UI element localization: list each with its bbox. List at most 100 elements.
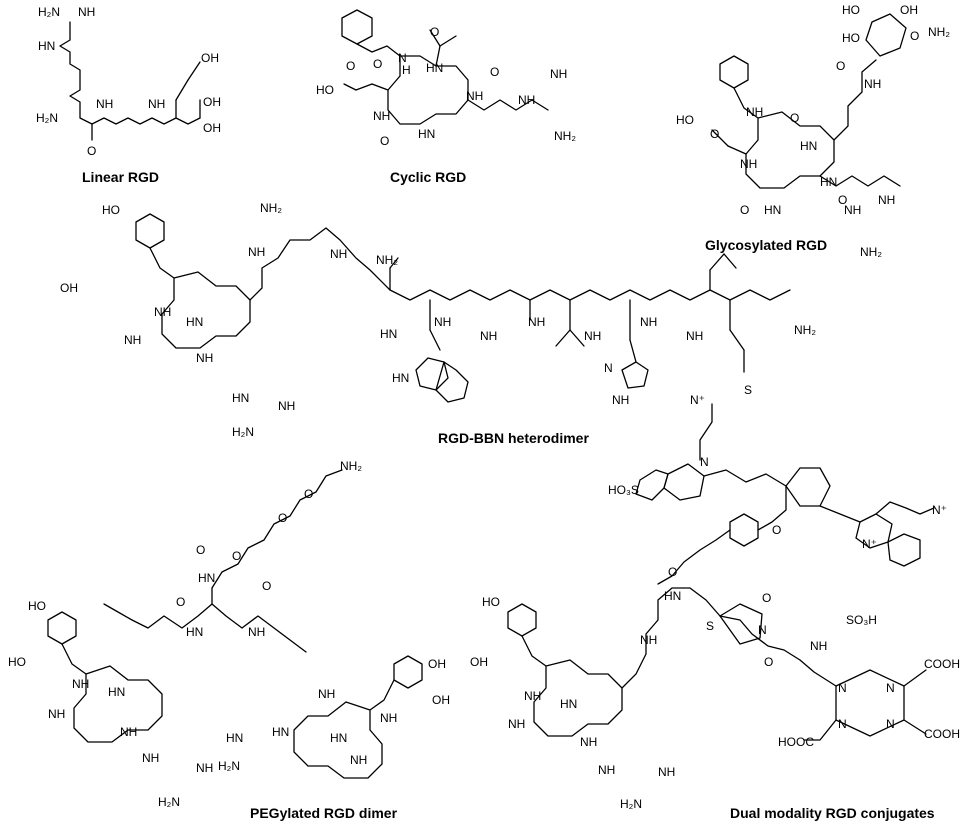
- guanidine-nh2-label: H₂N: [158, 795, 180, 809]
- sugar-o-label: O: [910, 29, 919, 43]
- amide-nh-label: NH: [124, 333, 141, 347]
- amide-nh-label: NH: [373, 109, 390, 123]
- hn-label: HN: [38, 39, 55, 53]
- thioether-s-label: S: [744, 383, 752, 397]
- caption-rgd-bbn-heterodimer: RGD-BBN heterodimer: [438, 430, 589, 446]
- amine-nh2-label: NH₂: [260, 201, 282, 215]
- amide-nh-label: NH: [380, 711, 397, 725]
- macrocycle-n-label: N: [886, 681, 895, 695]
- caption-pegylated-rgd-dimer: PEGylated RGD dimer: [250, 805, 398, 821]
- sulfonate-label: SO₃H: [846, 613, 877, 627]
- acid-ho-label: HO: [676, 113, 694, 127]
- amide-nh-label: NH: [480, 329, 497, 343]
- amide-nh-label: NH: [148, 97, 165, 111]
- amide-nh-label: NH: [740, 157, 757, 171]
- caption-dual-modality-rgd-conjugates: Dual modality RGD conjugates: [730, 805, 935, 821]
- guanidine-nh2-label: NH₂: [860, 245, 882, 259]
- amide-nh-label: NH: [48, 707, 65, 721]
- acid-cooh-label: COOH: [924, 657, 960, 671]
- amide-hn-label: HN: [198, 571, 215, 585]
- glycosylated-rgd-structure: HO HO OH HO O NH₂ O NH O NH O HN NH HN O…: [676, 3, 950, 259]
- carbonyl-o-label: O: [176, 595, 185, 609]
- imide-n-label: N: [758, 623, 767, 637]
- indolium-nplus-label: N⁺: [862, 537, 877, 551]
- amide-nh-label: NH: [330, 247, 347, 261]
- sulfonate-label: HO₃S: [608, 483, 639, 497]
- amide-nh-label: NH: [434, 315, 451, 329]
- guanidine-nh-label: NH: [278, 399, 295, 413]
- amide-nh2-label: NH₂: [376, 253, 398, 267]
- amide-nh-label: NH: [746, 105, 763, 119]
- acid-oh-label: OH: [203, 121, 221, 135]
- sugar-oh-label: OH: [900, 3, 918, 17]
- rgd-bbn-heterodimer-structure: HO OH NH₂ NH NH NH₂ NH HN NH NH HN NH H₂…: [60, 201, 816, 446]
- amide-nh-label: NH: [810, 639, 827, 653]
- amide-hn-label: HN: [664, 589, 681, 603]
- acid-cooh-label: COOH: [924, 727, 960, 741]
- guanidine-nh-label: NH: [550, 67, 567, 81]
- amide-hn-label: HN: [186, 315, 203, 329]
- amide-hn-label: HN: [820, 175, 837, 189]
- terminal-nh2-label: NH₂: [794, 323, 816, 337]
- amide-nh-label: NH: [580, 735, 597, 749]
- imidazole-n-label: N: [604, 361, 613, 375]
- acid-oh-label: OH: [203, 95, 221, 109]
- acid-oh-label: OH: [432, 693, 450, 707]
- imide-o-label: O: [764, 655, 773, 669]
- carbonyl-o-label: O: [668, 565, 677, 579]
- amide-nh-label: NH: [96, 97, 113, 111]
- carbonyl-o-label: O: [430, 25, 439, 39]
- guanidine-h2n-label: H₂N: [218, 759, 240, 773]
- guanidine-h2n-label: H₂N: [620, 797, 642, 811]
- guanidine-nh-label: NH: [658, 765, 675, 779]
- amide-hn-label: HN: [800, 139, 817, 153]
- acid-ho-label: HO: [316, 83, 334, 97]
- carbonyl-o-label: O: [262, 579, 271, 593]
- caption-glycosylated-rgd: Glycosylated RGD: [705, 237, 827, 253]
- amide-nh-label: NH: [686, 329, 703, 343]
- amide-nh-label: NH: [584, 329, 601, 343]
- amide-hn-label: HN: [186, 625, 203, 639]
- imide-o-label: O: [762, 591, 771, 605]
- ammonium-n-label: N⁺: [690, 393, 705, 407]
- imine-label: NH: [78, 5, 95, 19]
- peg-o-label: O: [278, 511, 287, 525]
- amide-nh-label: NH: [196, 351, 213, 365]
- amide-hn-label: HN: [418, 127, 435, 141]
- phenol-oh-label: OH: [428, 657, 446, 671]
- peg-o-label: O: [304, 487, 313, 501]
- carbonyl-o-label: O: [710, 127, 719, 141]
- peg-o-label: O: [232, 549, 241, 563]
- cyclic-rgd-structure: HO O O H N O HN NH HN NH O O NH NH NH₂ C…: [316, 9, 576, 185]
- amide-nh-label: NH: [248, 245, 265, 259]
- amide-n-label: N: [398, 51, 407, 65]
- carbonyl-o-label: O: [373, 57, 382, 71]
- amide-hn-label: HN: [764, 203, 781, 217]
- amide-nh-label: NH: [640, 315, 657, 329]
- terminal-nh2-label: NH₂: [340, 459, 362, 473]
- acid-ho-label: HO: [8, 655, 26, 669]
- caption-linear-rgd: Linear RGD: [82, 169, 159, 185]
- phenol-ho-label: HO: [102, 203, 120, 217]
- amide-nh-label: NH: [248, 625, 265, 639]
- guanidine-nh2-label: H₂N: [232, 425, 254, 439]
- amide-nh-label: NH: [350, 753, 367, 767]
- guanidine-nh2-label: NH₂: [554, 129, 576, 143]
- amide-nh-label: NH: [640, 633, 657, 647]
- carbonyl-o-label: O: [196, 543, 205, 557]
- amide-nh-label: NH: [120, 725, 137, 739]
- carbonyl-o-label: O: [380, 134, 389, 148]
- acid-oh-label: OH: [201, 51, 219, 65]
- guanidine-nh-label: NH: [196, 761, 213, 775]
- amide-nh-label: NH: [524, 689, 541, 703]
- carbonyl-o-label: O: [790, 111, 799, 125]
- guanidine-nh-label: NH: [142, 751, 159, 765]
- thioether-s-label: S: [706, 619, 714, 633]
- carbonyl-o-label: O: [838, 193, 847, 207]
- acid-oh-label: OH: [60, 281, 78, 295]
- amide-nh-label: NH: [466, 89, 483, 103]
- carbonyl-o-label: O: [346, 59, 355, 73]
- guanidine-hn-label: HN: [272, 725, 289, 739]
- guanidine-n-label: NH: [844, 203, 861, 217]
